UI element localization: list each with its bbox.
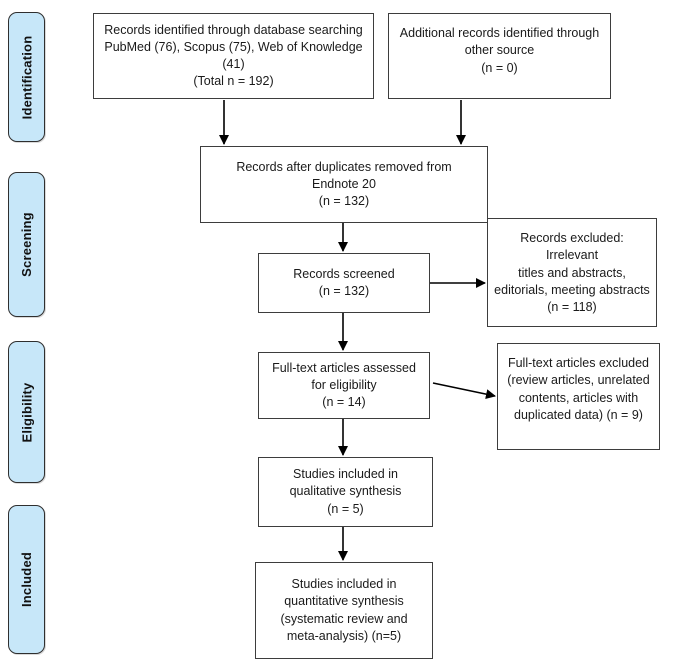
stage-label-identification: Identification: [19, 35, 35, 119]
stage-band-screening: Screening: [8, 172, 45, 317]
box-qualitative-synthesis: Studies included in qualitative synthesi…: [258, 457, 433, 527]
box-additional-records-text: Additional records identified through ot…: [399, 26, 600, 75]
box-fulltext-excluded-text: Full-text articles excluded (review arti…: [507, 356, 650, 422]
box-database-search: Records identified through database sear…: [93, 13, 374, 99]
box-records-excluded-text: Records excluded: Irrelevant titles and …: [494, 231, 650, 314]
box-quantitative-synthesis: Studies included in quantitative synthes…: [255, 562, 433, 659]
stage-band-included: Included: [8, 505, 45, 654]
box-fulltext-assessed-text: Full-text articles assessed for eligibil…: [272, 360, 416, 410]
box-quantitative-synthesis-text: Studies included in quantitative synthes…: [280, 577, 408, 643]
arrow-fulltext-to-excluded: [432, 382, 496, 400]
stage-label-included: Included: [19, 551, 34, 608]
box-duplicates-removed: Records after duplicates removed from En…: [200, 146, 488, 223]
box-qualitative-synthesis-text: Studies included in qualitative synthesi…: [289, 467, 402, 516]
stage-band-eligibility: Eligibility: [8, 341, 45, 483]
box-additional-records: Additional records identified through ot…: [388, 13, 611, 99]
box-fulltext-assessed: Full-text articles assessed for eligibil…: [258, 352, 430, 419]
stage-band-identification: Identification: [8, 12, 45, 142]
stage-label-screening: Screening: [19, 212, 34, 277]
box-database-search-text: Records identified through database sear…: [104, 22, 363, 89]
stage-label-eligibility: Eligibility: [19, 382, 35, 442]
box-records-screened: Records screened (n = 132): [258, 253, 430, 313]
box-duplicates-removed-text: Records after duplicates removed from En…: [236, 159, 452, 209]
box-records-excluded: Records excluded: Irrelevant titles and …: [487, 218, 657, 327]
box-fulltext-excluded: Full-text articles excluded (review arti…: [497, 343, 660, 450]
box-records-screened-text: Records screened (n = 132): [293, 266, 395, 298]
